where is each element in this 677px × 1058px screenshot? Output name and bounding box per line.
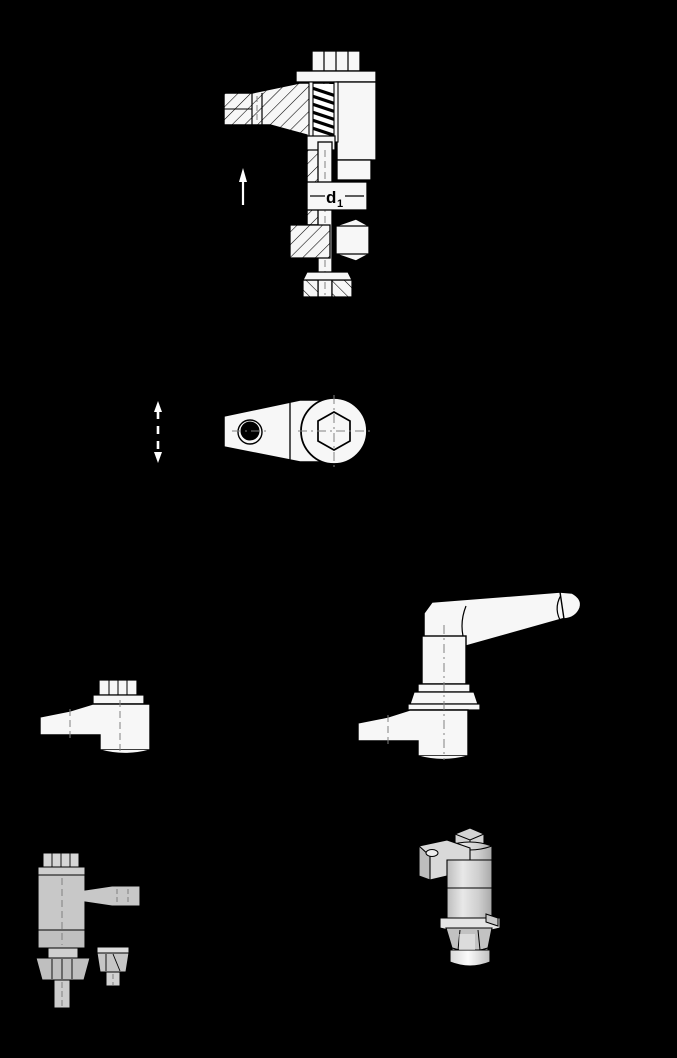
clamp-with-lever-elevation (357, 591, 582, 761)
hex-socket (317, 411, 351, 451)
clamp-body-block (336, 81, 377, 181)
pivot-hole (232, 419, 270, 445)
shaded-collar (35, 947, 91, 1009)
clamp-body-elevation (39, 679, 151, 755)
stem-neck (306, 181, 368, 211)
clamp-arm-section (223, 82, 331, 226)
lower-plate-and-nut (289, 218, 370, 262)
washer (295, 70, 377, 83)
shaded-body (37, 874, 141, 949)
clamp-isometric-view (418, 827, 501, 967)
clamp-body-shape-2 (357, 625, 469, 761)
iso-main-cylinder (446, 859, 493, 925)
clamp-shaded-view (35, 852, 141, 1009)
dimension-label-d1: d 1 (326, 188, 343, 210)
iso-threaded-stem (449, 934, 491, 967)
clamping-direction-arrow (239, 168, 247, 205)
threaded-bushing (96, 946, 130, 987)
hex-socket-boss (298, 395, 371, 468)
d1-label-subscript: 1 (337, 198, 343, 210)
cross-section-view: d 1 (223, 50, 377, 298)
shaded-hex-nut (35, 957, 91, 981)
compression-spring (308, 81, 339, 143)
d1-label-text: d (326, 188, 336, 207)
base-plate-section (302, 271, 353, 298)
body-top-bolt (92, 679, 145, 705)
hex-bolt-head (311, 50, 361, 72)
shaded-top-bolt (37, 852, 86, 876)
swivel-range-arrow (154, 401, 162, 463)
lever-knob-end (559, 591, 582, 620)
lever-plan-view (154, 395, 371, 468)
body-main-shape (39, 700, 151, 755)
